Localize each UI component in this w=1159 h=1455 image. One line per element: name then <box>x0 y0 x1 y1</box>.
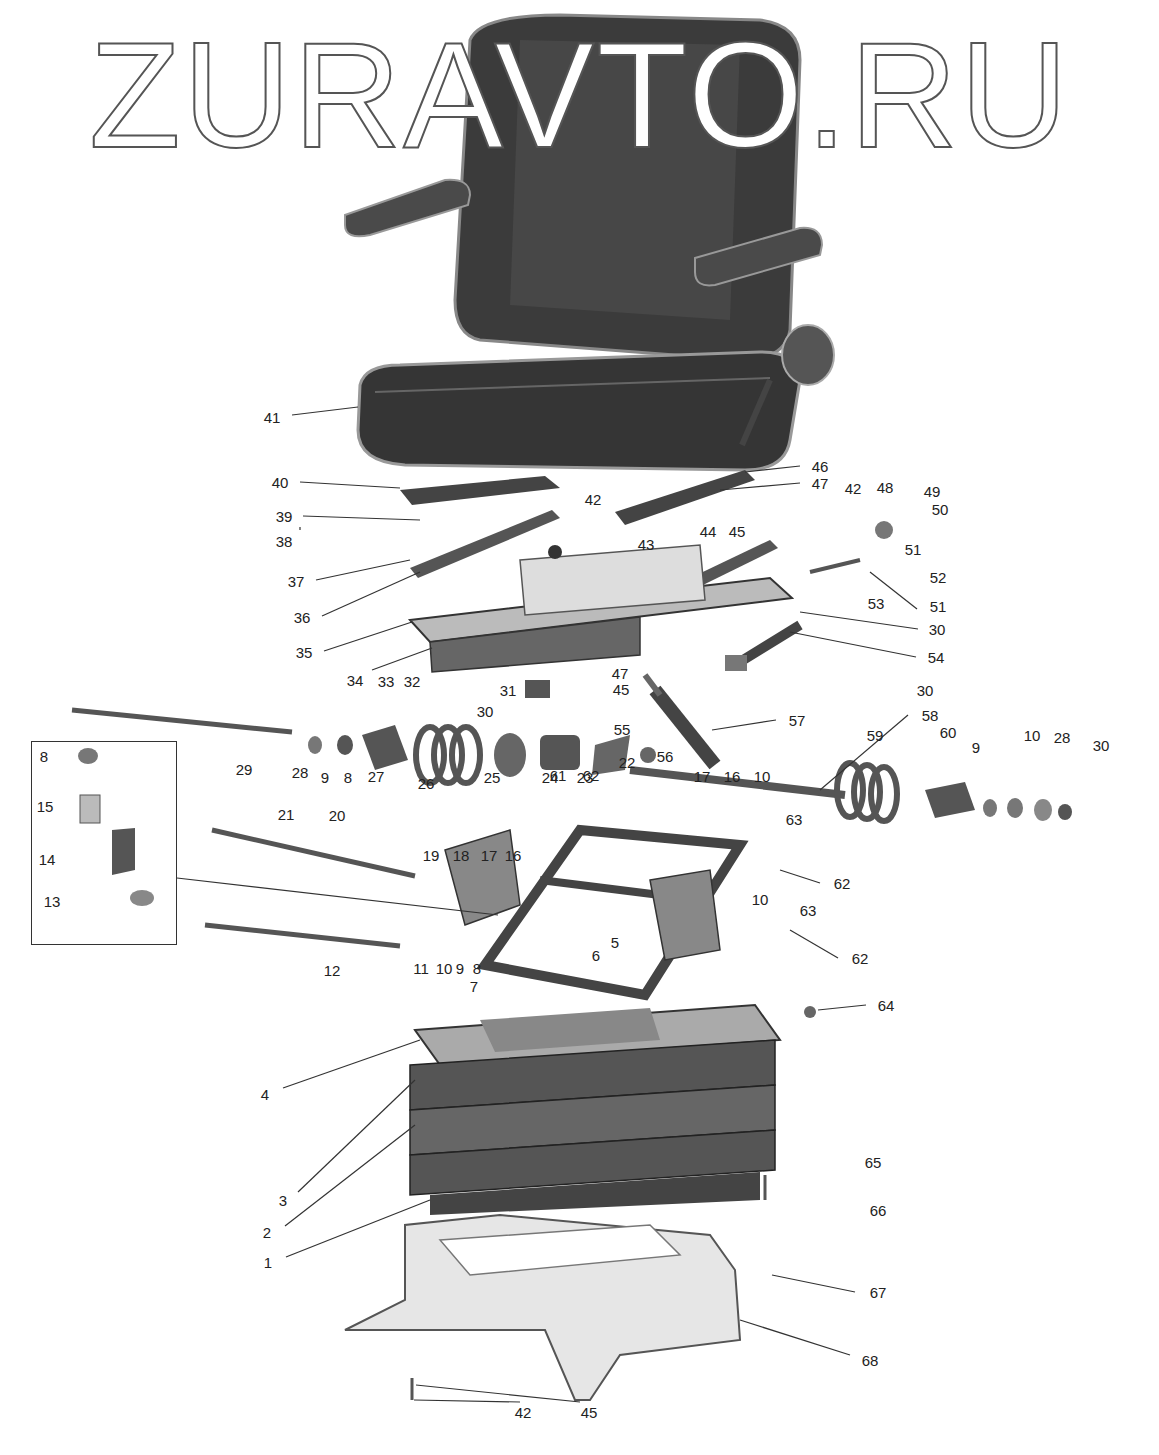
callout-number: 5 <box>611 935 619 950</box>
callout-number: 59 <box>867 728 884 743</box>
callout-number: 25 <box>484 770 501 785</box>
callout-number: 8 <box>344 770 352 785</box>
callout-number: 12 <box>324 963 341 978</box>
callout-number: 65 <box>865 1155 882 1170</box>
callout-number: 62 <box>852 951 869 966</box>
callout-number: 41 <box>264 410 281 425</box>
callout-number: 10 <box>754 769 771 784</box>
callout-number: 51 <box>905 542 922 557</box>
callout-number: 36 <box>294 610 311 625</box>
callout-number: 33 <box>378 674 395 689</box>
callout-number: 27 <box>368 769 385 784</box>
callout-number: 1 <box>264 1255 272 1270</box>
callout-number: 8 <box>473 961 481 976</box>
callout-number: 54 <box>928 650 945 665</box>
callout-number: 13 <box>44 894 61 909</box>
callout-number: 48 <box>877 480 894 495</box>
callout-number: 67 <box>870 1285 887 1300</box>
callout-number: 50 <box>932 502 949 517</box>
callout-number: 3 <box>279 1193 287 1208</box>
callout-number: 31 <box>500 683 517 698</box>
callout-number: 28 <box>1054 730 1071 745</box>
callout-number: 29 <box>236 762 253 777</box>
callout-number: 9 <box>456 961 464 976</box>
callout-number: 45 <box>581 1405 598 1420</box>
callout-number: 45 <box>729 524 746 539</box>
callout-number: 30 <box>917 683 934 698</box>
inset-box: 8 15 14 13 <box>31 741 177 945</box>
callout-number: 46 <box>812 459 829 474</box>
callout-number: 2 <box>263 1225 271 1240</box>
callout-number: 21 <box>278 807 295 822</box>
watermark: ZURAVTO.RU <box>89 20 1070 170</box>
callout-number: 58 <box>922 708 939 723</box>
callout-number: 10 <box>752 892 769 907</box>
callout-number: 34 <box>347 673 364 688</box>
callout-number: 47 <box>812 476 829 491</box>
callout-number: 63 <box>800 903 817 918</box>
callout-number: 62 <box>834 876 851 891</box>
callout-number: 43 <box>638 537 655 552</box>
callout-number: 37 <box>288 574 305 589</box>
callout-number: 42 <box>515 1405 532 1420</box>
callout-number: 8 <box>40 749 48 764</box>
callout-number: 6 <box>592 948 600 963</box>
callout-number: 9 <box>972 740 980 755</box>
callout-number: 51 <box>930 599 947 614</box>
callout-number: 62 <box>583 768 600 783</box>
callout-number: 47 <box>612 666 629 681</box>
callout-number: 64 <box>878 998 895 1013</box>
callout-number: 30 <box>929 622 946 637</box>
callout-number: 14 <box>39 852 56 867</box>
callout-number: 17 <box>481 848 498 863</box>
callout-number: 40 <box>272 475 289 490</box>
callout-number: 19 <box>423 848 440 863</box>
callout-number: 57 <box>789 713 806 728</box>
callout-number: 9 <box>321 770 329 785</box>
callout-number: 42 <box>585 492 602 507</box>
callout-number: 30 <box>1093 738 1110 753</box>
callout-number: 66 <box>870 1203 887 1218</box>
callout-number: 44 <box>700 524 717 539</box>
callout-number: 60 <box>940 725 957 740</box>
callout-number: 11 <box>413 961 429 976</box>
callout-number: 10 <box>1024 728 1041 743</box>
callout-number: 22 <box>619 755 636 770</box>
callout-number: 39 <box>276 509 293 524</box>
callout-number: 7 <box>470 979 478 994</box>
callout-number: 26 <box>418 776 435 791</box>
callout-number: 32 <box>404 674 421 689</box>
callout-number: 30 <box>477 704 494 719</box>
callout-number: 20 <box>329 808 346 823</box>
callout-number: 68 <box>862 1353 879 1368</box>
callout-number: 28 <box>292 765 309 780</box>
callout-number: 16 <box>724 769 741 784</box>
callout-number: 42 <box>845 481 862 496</box>
callout-number: 17 <box>694 769 711 784</box>
callout-number: 53 <box>868 596 885 611</box>
callout-number: 56 <box>657 749 674 764</box>
callout-number: 18 <box>453 848 470 863</box>
callout-number: 15 <box>37 799 54 814</box>
callout-number: 16 <box>505 848 522 863</box>
callout-number: 4 <box>261 1087 269 1102</box>
callout-number: 10 <box>436 961 453 976</box>
callout-number: 45 <box>613 682 630 697</box>
callout-number: 49 <box>924 484 941 499</box>
callout-number: 55 <box>614 722 631 737</box>
callout-number: 38 <box>276 534 293 549</box>
callout-number: 63 <box>786 812 803 827</box>
callout-number: 61 <box>550 768 567 783</box>
callout-number: 35 <box>296 645 313 660</box>
callout-number: 52 <box>930 570 947 585</box>
